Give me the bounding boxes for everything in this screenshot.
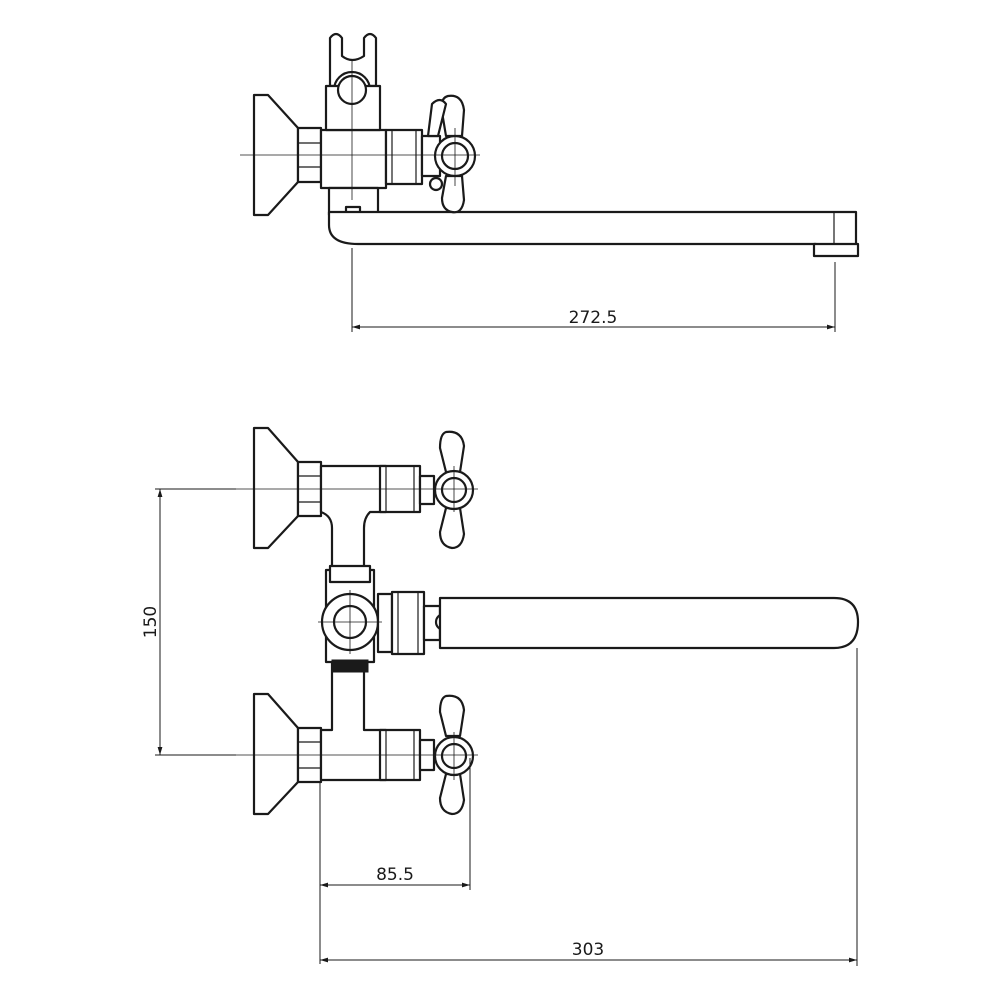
dimension-150: 150 [141, 606, 161, 638]
dimension-272-5: 272.5 [569, 308, 618, 328]
dimension-85-5: 85.5 [376, 865, 414, 885]
side-valve-coupling [384, 128, 424, 186]
front-view: 150 85.5 303 [141, 426, 860, 966]
front-spout [438, 596, 860, 650]
side-view: 272.5 [240, 32, 860, 332]
side-mixer-body [319, 128, 388, 190]
front-spout-coupling [376, 592, 394, 654]
front-lower-flange [252, 692, 300, 816]
front-upper-cross-handle [418, 430, 475, 550]
front-diverter-thread [331, 659, 369, 673]
front-upper-flange [252, 426, 300, 550]
side-shower-holder [328, 32, 378, 88]
dimension-303: 303 [572, 940, 604, 960]
side-spout [327, 210, 858, 254]
